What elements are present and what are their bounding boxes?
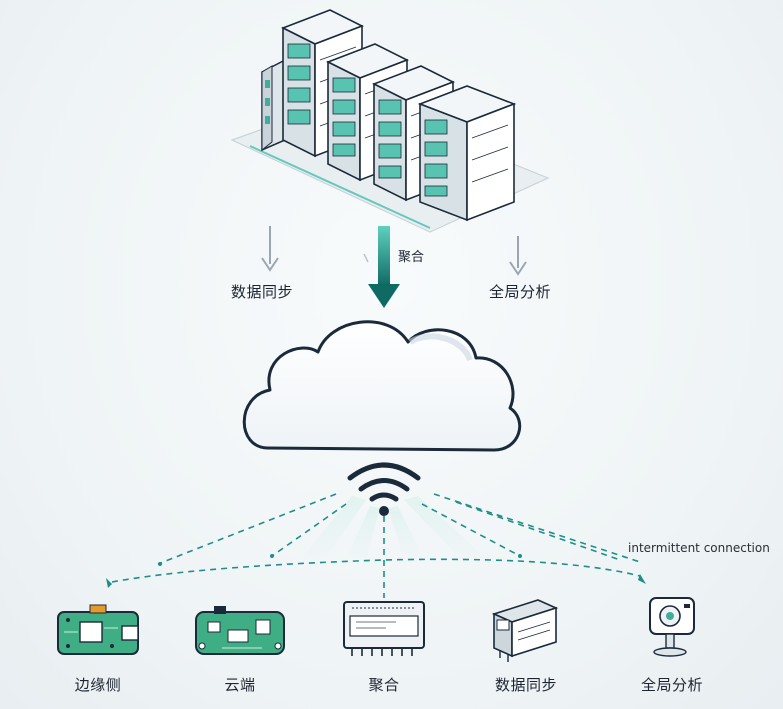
aggregate-down-arrow-icon <box>363 226 400 308</box>
cloud-icon <box>242 320 522 452</box>
label-global-analysis-top: 全局分析 <box>489 283 552 301</box>
analysis-down-arrow-icon <box>509 236 527 276</box>
sensor-camera-icon <box>649 597 695 657</box>
display-unit-icon <box>491 599 559 662</box>
server-rack-icon <box>261 58 286 152</box>
device-label-edge: 边缘侧 <box>74 676 122 694</box>
device-label-global-analysis: 全局分析 <box>640 676 704 694</box>
gateway-board-icon <box>195 606 285 655</box>
device-label-aggregate: 聚合 <box>368 676 400 694</box>
label-aggregate-top: 聚合 <box>398 250 425 265</box>
device-label-cloud: 云端 <box>224 676 256 694</box>
intermittent-connection-lines <box>111 493 641 598</box>
circuit-board-icon <box>57 604 139 655</box>
device-label-data-sync: 数据同步 <box>494 676 558 694</box>
label-data-sync-top: 数据同步 <box>231 283 294 301</box>
signal-beams <box>300 496 488 560</box>
server-rack-icon <box>417 85 517 222</box>
sync-down-arrow-icon <box>261 226 279 272</box>
wifi-icon <box>347 462 421 516</box>
aggregator-module-icon <box>343 601 425 656</box>
label-intermittent-connection: intermittent connection <box>628 541 770 555</box>
server-rack-cluster <box>230 9 550 233</box>
